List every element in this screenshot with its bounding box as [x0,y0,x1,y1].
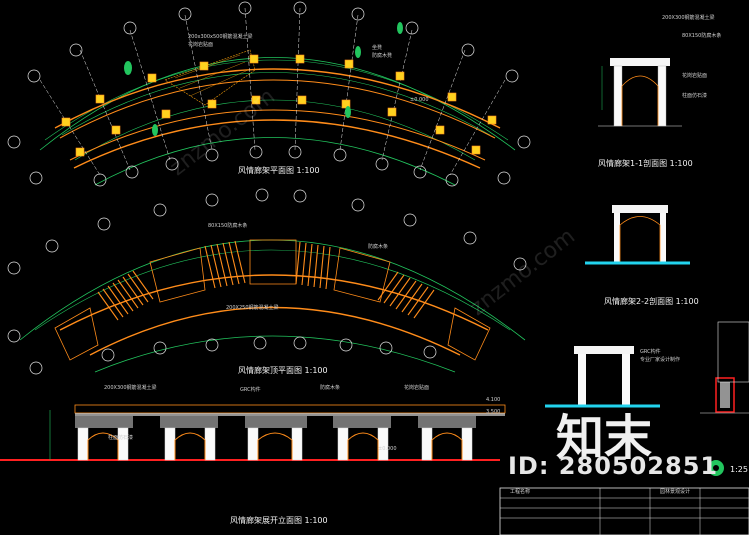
watermark-id: ID: 280502851 [508,452,719,480]
plan-note-wood-bench: 防腐木凳 [372,53,393,59]
elev-note-beam: 200X300钢筋混凝土梁 [104,385,157,391]
detail-scale: 1:25 [730,465,748,474]
notes-frame [717,321,749,383]
watermark-logo: 知末 [556,410,653,466]
elev-note-paint: 柱面仿石漆 [108,435,134,441]
elev-level-ground: ±0.000 [378,446,397,452]
plan-note-granite: 花岗岩贴面 [188,42,214,48]
sec-note-grc: GRC构件 [640,349,661,355]
roof-plan-view [7,188,527,375]
elev-note-granite: 花岗岩贴面 [404,385,430,391]
elev-level-mid: 3.500 [486,409,501,415]
sec-note-beam: 200X300钢筋混凝土梁 [662,15,715,21]
section-2-title: 风情廊架2-2剖面图 1:100 [604,297,699,306]
plan-elevation-mark: ±0.000 [410,97,429,103]
plan-title: 风情廊架平面图 1:100 [238,166,320,175]
plan-note-beam: 200x300x500钢筋混凝土梁 [188,34,253,40]
roof-plan-title: 风情廊架顶平面图 1:100 [238,366,328,375]
title-block-drawing: 园林景观设计 [660,489,691,495]
elev-level-top: 4.100 [486,397,501,403]
elev-note-wood: 防腐木条 [320,385,341,391]
title-block [499,487,749,535]
section-1-view [598,58,682,127]
section-2-view [585,205,690,265]
plan-note-bench: 坐凳 [372,45,383,51]
roof-note-beam: 200X250钢筋混凝土梁 [226,305,279,311]
section-3-view [545,346,749,476]
elev-note-grc: GRC构件 [240,387,261,393]
elevation-view [0,404,506,461]
sec-note-granite: 花岗岩贴面 [682,73,708,79]
plan-view [7,1,531,187]
sec-note-factory: 专业厂家设计制作 [640,357,681,363]
sec-note-slat: 80X150防腐木条 [682,33,722,39]
roof-note-wood: 防腐木条 [368,244,389,250]
elevation-title: 风情廊架展开立面图 1:100 [230,516,328,525]
section-1-title: 风情廊架1-1剖面图 1:100 [598,159,693,168]
sec-note-paint: 柱面仿石漆 [682,93,708,99]
title-block-project: 工程名称 [510,489,531,495]
roof-note-slat: 80X150防腐木条 [208,223,248,229]
